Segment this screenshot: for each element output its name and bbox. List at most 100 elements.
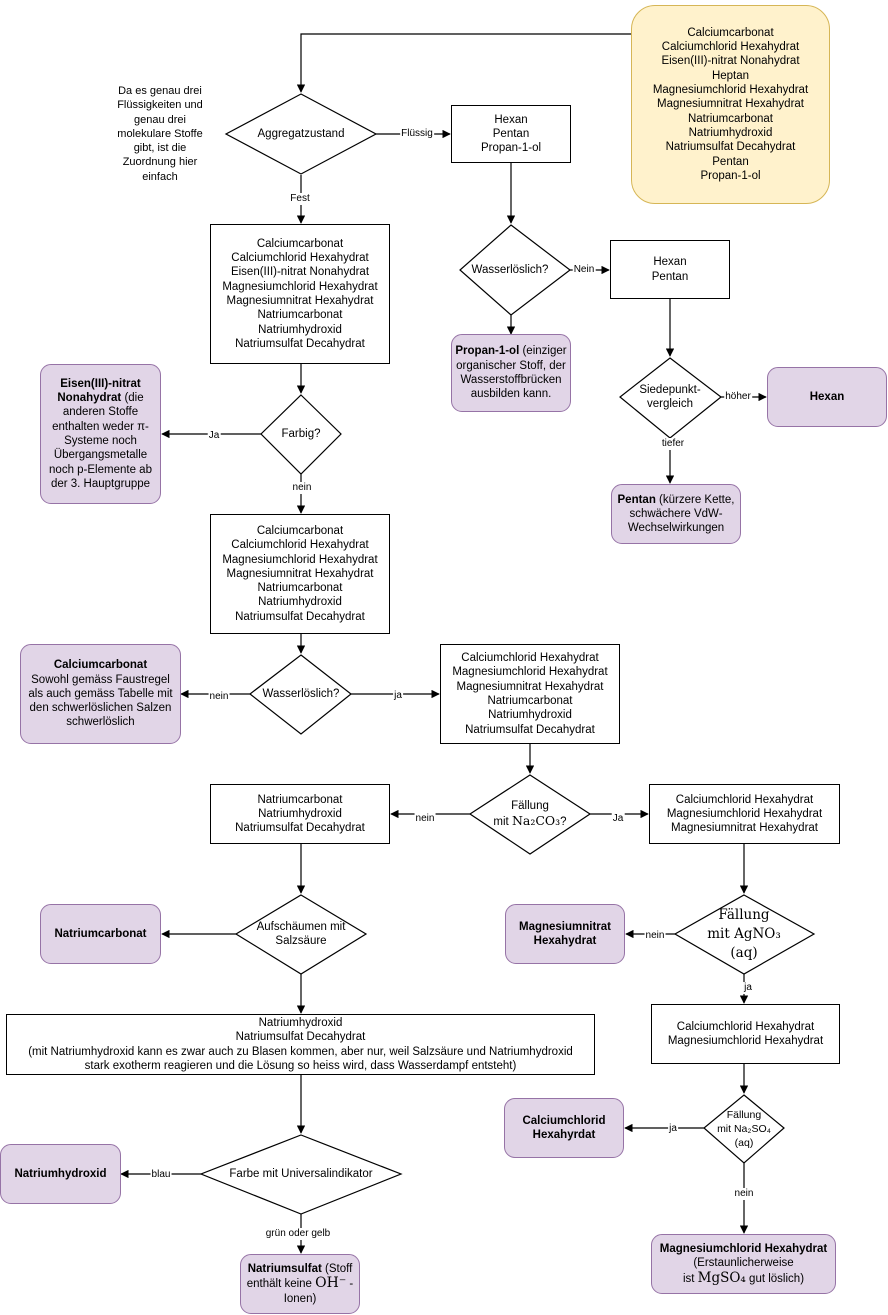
start-box-line: Propan-1-ol [700, 169, 761, 182]
liquid-box-line: Pentan [492, 127, 530, 140]
magnesiumchlorid-result: Magnesiumchlorid Hexahydrat (Erstaunlich… [651, 1234, 836, 1294]
diamond-faellung-na2co3 [468, 774, 592, 855]
edge-start-aggregat [296, 33, 631, 93]
solid-box-line: Eisen(III)-nitrat Nonahydrat [230, 266, 370, 279]
natriumcarbonat-result: Natriumcarbonat [40, 904, 161, 964]
solid-box-line: Calciumcarbonat [256, 237, 344, 250]
edge-label-fluessig: Flüssig [400, 128, 434, 140]
liquid-box-line: Propan-1-ol [480, 142, 542, 155]
soluble-box-line: Calciumchlorid Hexahydrat [461, 652, 599, 665]
start-box-line: Heptan [711, 69, 750, 82]
chloride-box-line: Magnesiumchlorid Hexahydrat [667, 1035, 824, 1047]
hexan-pentan-line: Pentan [651, 270, 689, 283]
faellung-agno3-label: Fällung mit AgNO₃ (aq) [707, 906, 781, 961]
colorless-box-line: Magnesiumchlorid Hexahydrat [222, 553, 378, 566]
edge-label-nein-wl2: nein [208, 691, 230, 703]
edge-label-ja-farbig: Ja [207, 430, 221, 442]
wide-box-line: stark exotherm reagieren und die Lösung … [84, 1059, 517, 1072]
start-box-line: Magnesiumchlorid Hexahydrat [652, 84, 809, 97]
colorless-box-line: Magnesiumnitrat Hexahydrat [226, 567, 374, 580]
edge-label-nein-farbig: nein [291, 482, 313, 494]
edge-label-ja-agno3: ja [743, 982, 753, 994]
edge-label-nein-1: Nein [572, 264, 596, 276]
start-box-line: Calciumchlorid Hexahydrat [661, 41, 800, 54]
edge-label-tiefer: tiefer [660, 438, 686, 450]
chloride-box-line: Calciumchlorid Hexahydrat [676, 1020, 815, 1033]
aggregat-label: Aggregatzustand [257, 127, 345, 140]
diamond-farbig [260, 394, 342, 475]
colorless-box-line: Natriumcarbonat [257, 582, 343, 595]
solid-box-line: Natriumsulfat Decahydrat [235, 337, 365, 350]
diamond-aufschaeumen [234, 894, 368, 975]
start-box-line: Natriumhydroxid [688, 126, 773, 139]
natriumsulfat-result: Natriumsulfat (Stoff enthält keine OH⁻ -… [240, 1254, 360, 1314]
diamond-faellung-na2so4 [703, 1094, 785, 1164]
note-line: Da es genau drei [118, 85, 202, 98]
siedepunkt-label: Siedepunkt- vergleich [639, 383, 701, 410]
solid-box-line: Magnesiumnitrat Hexahydrat [226, 295, 374, 307]
soluble-box-line: Natriumsulfat Decahydrat [465, 723, 595, 736]
wide-box-line: (mit Natriumhydroxid kann es zwar auch z… [28, 1045, 573, 1058]
precip-box-line: Calciumchlorid Hexahydrat [675, 793, 814, 806]
edge-label-ja-na2co3: Ja [611, 813, 625, 825]
edge-label-gruen-gelb: grün oder gelb [264, 1228, 332, 1240]
precip-box-line: Magnesiumnitrat Hexahydrat [670, 822, 818, 835]
diamond-universalindikator [199, 1134, 403, 1215]
edge-label-fest: Fest [289, 193, 311, 205]
start-box-line: Pentan [712, 155, 749, 168]
note-line: Flüssigkeiten und [117, 99, 203, 112]
colorless-box-line: Natriumhydroxid [258, 596, 342, 609]
soluble-box-line: Magnesiumnitrat Hexahydrat [456, 680, 604, 693]
diamond-wasserloeslich-2 [249, 654, 352, 735]
start-box-line: Eisen(III)-nitrat Nonahydrat [661, 55, 800, 68]
edge-label-nein-na2co3: nein [414, 813, 436, 825]
hexan-pentan-line: Hexan [653, 256, 687, 269]
aufschaeumen-label: Aufschäumen mit Salzsäure [256, 920, 346, 947]
calciumchlorid-result: Calciumchlorid Hexahyrdat [504, 1098, 624, 1158]
colorless-box-line: Calciumchlorid Hexahydrat [231, 539, 369, 552]
sodium-box-line: Natriumsulfat Decahydrat [235, 822, 365, 835]
start-box-line: Calciumcarbonat [687, 26, 774, 39]
note-line: genau drei [133, 113, 186, 126]
note-line: einfach [142, 170, 178, 183]
diamond-faellung-agno3 [673, 894, 816, 975]
start-box-line: Natriumcarbonat [687, 112, 773, 125]
pentan-result: Pentan (kürzere Kette, schwächere VdW-We… [611, 484, 741, 544]
sodium-box-line: Natriumcarbonat [257, 793, 343, 806]
wide-box-line: Natriumsulfat Decahydrat [235, 1031, 366, 1044]
note-line: gibt, ist die [133, 142, 187, 155]
wasserloeslich-1-label: Wasserlöslich? [471, 263, 549, 276]
edge-label-blau: blau [150, 1169, 172, 1181]
diamond-wasserloeslich-1 [459, 224, 571, 316]
edge-label-nein-na2so4: nein [733, 1188, 755, 1200]
note-line: molekulare Stoffe [117, 127, 203, 140]
liquid-box-line: Hexan [494, 113, 528, 126]
wide-box-line: Natriumhydroxid [258, 1016, 343, 1029]
note-line: Zuordnung hier [122, 156, 198, 169]
diamond-aggregat [224, 93, 378, 175]
soluble-box-line: Magnesiumchlorid Hexahydrat [452, 666, 608, 679]
faellung-na2co3-label: Fällung mit Na₂CO₃? [493, 800, 567, 828]
solid-box-line: Calciumchlorid Hexahydrat [231, 252, 369, 265]
universalindikator-label: Farbe mit Universalindikator [229, 1167, 373, 1180]
propanol-result: Propan-1-ol (einziger organischer Stoff,… [451, 334, 571, 412]
start-box-line: Natriumsulfat Decahydrat [665, 141, 796, 154]
calciumcarbonat-result: Calciumcarbonat Sowohl gemäss Faustregel… [20, 644, 181, 744]
